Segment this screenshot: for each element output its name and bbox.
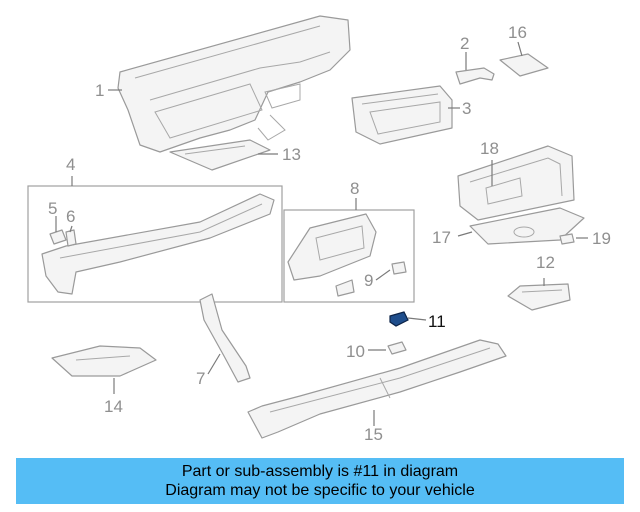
part-3-bezel[interactable]: [351, 85, 453, 145]
callout-9: 9: [364, 271, 373, 290]
leader-lines: [55, 41, 588, 426]
part-12-ashtray[interactable]: [507, 283, 571, 311]
part-13-tray[interactable]: [169, 139, 271, 171]
banner-line-2: Diagram may not be specific to your vehi…: [165, 482, 475, 499]
callout-16: 16: [508, 23, 527, 42]
callout-10: 10: [346, 342, 365, 361]
part-16-plate[interactable]: [499, 53, 549, 77]
callout-8: 8: [350, 179, 359, 198]
part-1-dashboard[interactable]: [117, 15, 351, 153]
callout-4: 4: [66, 155, 75, 174]
part-7-trim[interactable]: [199, 293, 251, 383]
callout-5: 5: [48, 199, 57, 218]
callout-7: 7: [196, 369, 205, 388]
callout-12: 12: [536, 253, 555, 272]
part-15-console-trim[interactable]: [247, 339, 507, 439]
callout-6: 6: [66, 207, 75, 226]
callout-1: 1: [95, 81, 104, 100]
part-14-plate[interactable]: [51, 345, 157, 377]
banner-line-1: Part or sub-assembly is #11 in diagram: [181, 463, 459, 480]
part-8-console-bezel[interactable]: [287, 213, 377, 281]
part-4-reinforcement[interactable]: [41, 193, 275, 295]
info-banner: Part or sub-assembly is #11 in diagram D…: [16, 458, 624, 504]
part-2-handle[interactable]: [455, 67, 495, 85]
callout-11: 11: [428, 312, 446, 331]
part-17-glovebox-bin[interactable]: [469, 207, 585, 245]
callout-18: 18: [480, 139, 499, 158]
callout-13: 13: [282, 145, 301, 164]
group-box-4: [27, 185, 283, 303]
part-11-highlighted[interactable]: [389, 311, 409, 327]
part-19-screw[interactable]: [559, 233, 575, 245]
callout-19: 19: [592, 229, 611, 248]
part-9-bracket[interactable]: [335, 261, 407, 297]
part-5-clip[interactable]: [49, 229, 67, 245]
part-10-cap[interactable]: [387, 341, 407, 355]
part-18-glovebox-door[interactable]: [457, 145, 575, 221]
callout-2: 2: [460, 34, 469, 53]
callout-3: 3: [462, 99, 471, 118]
callout-17: 17: [432, 228, 451, 247]
callout-15: 15: [364, 425, 383, 444]
part-6-clip[interactable]: [65, 229, 77, 247]
group-box-8: [283, 209, 415, 303]
callout-14: 14: [104, 397, 123, 416]
